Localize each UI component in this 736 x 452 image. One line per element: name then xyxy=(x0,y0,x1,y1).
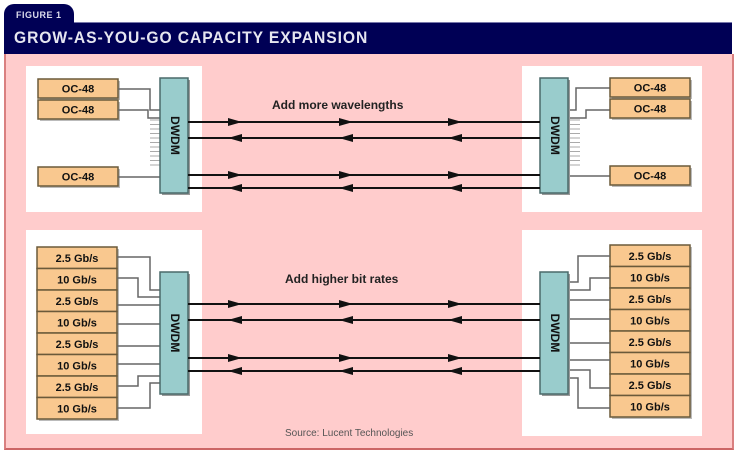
top-right-dwdm xyxy=(539,77,569,194)
bottom-left-port-7-label: 2.5 Gb/s xyxy=(56,382,99,394)
bottom-right-port-4-label: 10 Gb/s xyxy=(630,315,670,327)
top-caption: Add more wavelengths xyxy=(272,98,404,112)
bottom-right-dwdm-label: DWDM xyxy=(548,314,562,353)
bottom-right-wire-1 xyxy=(568,255,610,283)
bottom-right-port-6-label: 10 Gb/s xyxy=(630,358,670,370)
top-fiber-4-arrow-0 xyxy=(228,184,242,192)
top-fiber-3-arrow-2 xyxy=(448,171,462,179)
top-fiber-1-arrow-0 xyxy=(228,118,242,126)
bottom-left-dwdm-label: DWDM xyxy=(168,314,182,353)
top-fiber-2-arrow-2 xyxy=(448,134,462,142)
top-fiber-2-arrow-0 xyxy=(228,134,242,142)
bottom-right-port-8-label: 10 Gb/s xyxy=(630,401,670,413)
bottom-left-wire-2 xyxy=(117,277,162,298)
top-right-port-3 xyxy=(609,165,691,186)
top-right-port-2 xyxy=(609,98,691,119)
top-left-wire-2 xyxy=(118,109,162,119)
bottom-left-wire-7 xyxy=(117,375,162,387)
top-fiber-4-arrow-1 xyxy=(339,184,353,192)
bottom-fiber-4-arrow-1 xyxy=(339,367,353,375)
bottom-fiber-4-arrow-0 xyxy=(228,367,242,375)
bottom-fiber-1-arrow-2 xyxy=(448,300,462,308)
top-left-port-3-label: OC-48 xyxy=(62,172,94,184)
bottom-right-port-5-label: 2.5 Gb/s xyxy=(629,337,672,349)
bottom-right-port-7-label: 2.5 Gb/s xyxy=(629,380,672,392)
bottom-fiber-3-arrow-0 xyxy=(228,354,242,362)
bottom-fiber-2-arrow-2 xyxy=(448,316,462,324)
bottom-left-port-1-label: 2.5 Gb/s xyxy=(56,253,99,265)
top-left-wire-1 xyxy=(118,88,162,111)
bottom-fiber-3-arrow-2 xyxy=(448,354,462,362)
bottom-right-wire-7 xyxy=(568,369,610,389)
bottom-right-port-1-label: 2.5 Gb/s xyxy=(629,251,672,263)
figure-title: GROW-AS-YOU-GO CAPACITY EXPANSION xyxy=(14,28,369,47)
bottom-fiber-3-arrow-1 xyxy=(339,354,353,362)
bottom-fiber-2-arrow-1 xyxy=(339,316,353,324)
bottom-caption: Add higher bit rates xyxy=(285,272,399,286)
bottom-left-dwdm xyxy=(159,271,189,395)
bottom-fiber-1-arrow-0 xyxy=(228,300,242,308)
bottom-left-port-4-label: 10 Gb/s xyxy=(57,317,97,329)
top-left-dwdm xyxy=(159,77,189,194)
top-fiber-3-arrow-0 xyxy=(228,171,242,179)
top-fiber-2-arrow-1 xyxy=(339,134,353,142)
top-fiber-1-arrow-2 xyxy=(448,118,462,126)
bottom-fiber-2-arrow-0 xyxy=(228,316,242,324)
top-right-port-3-label: OC-48 xyxy=(634,171,666,183)
title-bar xyxy=(4,22,732,54)
top-right-port-1-label: OC-48 xyxy=(634,83,666,95)
bottom-left-wire-8 xyxy=(117,382,162,409)
top-right-wire-2 xyxy=(568,109,610,119)
bottom-right-port-2-label: 10 Gb/s xyxy=(630,272,670,284)
bottom-right-wire-8 xyxy=(568,377,610,409)
top-fiber-1-arrow-1 xyxy=(339,118,353,126)
bottom-left-wire-1 xyxy=(117,256,162,291)
figure-tab xyxy=(4,4,74,26)
top-fiber-3-arrow-1 xyxy=(339,171,353,179)
bottom-right-port-3-label: 2.5 Gb/s xyxy=(629,294,672,306)
bottom-right-dwdm xyxy=(539,271,569,395)
bottom-right-wire-2 xyxy=(568,277,610,291)
top-right-port-1 xyxy=(609,77,691,98)
top-fiber-4-arrow-2 xyxy=(448,184,462,192)
top-right-dwdm-label: DWDM xyxy=(548,116,562,155)
bottom-left-port-5-label: 2.5 Gb/s xyxy=(56,339,99,351)
bottom-fiber-1-arrow-1 xyxy=(339,300,353,308)
figure-label: FIGURE 1 xyxy=(16,10,62,20)
top-left-port-2-label: OC-48 xyxy=(62,105,94,117)
bottom-right-port-8 xyxy=(609,394,691,418)
source-note: Source: Lucent Technologies xyxy=(285,428,414,439)
bottom-left-port-6-label: 10 Gb/s xyxy=(57,360,97,372)
bottom-left-port-8-label: 10 Gb/s xyxy=(57,403,97,415)
bottom-left-port-3-label: 2.5 Gb/s xyxy=(56,296,99,308)
top-right-wire-1 xyxy=(568,87,610,111)
top-left-port-1-label: OC-48 xyxy=(62,84,94,96)
top-left-dwdm-label: DWDM xyxy=(168,116,182,155)
bottom-left-port-2-label: 10 Gb/s xyxy=(57,274,97,286)
top-right-port-2-label: OC-48 xyxy=(634,104,666,116)
bottom-fiber-4-arrow-2 xyxy=(448,367,462,375)
